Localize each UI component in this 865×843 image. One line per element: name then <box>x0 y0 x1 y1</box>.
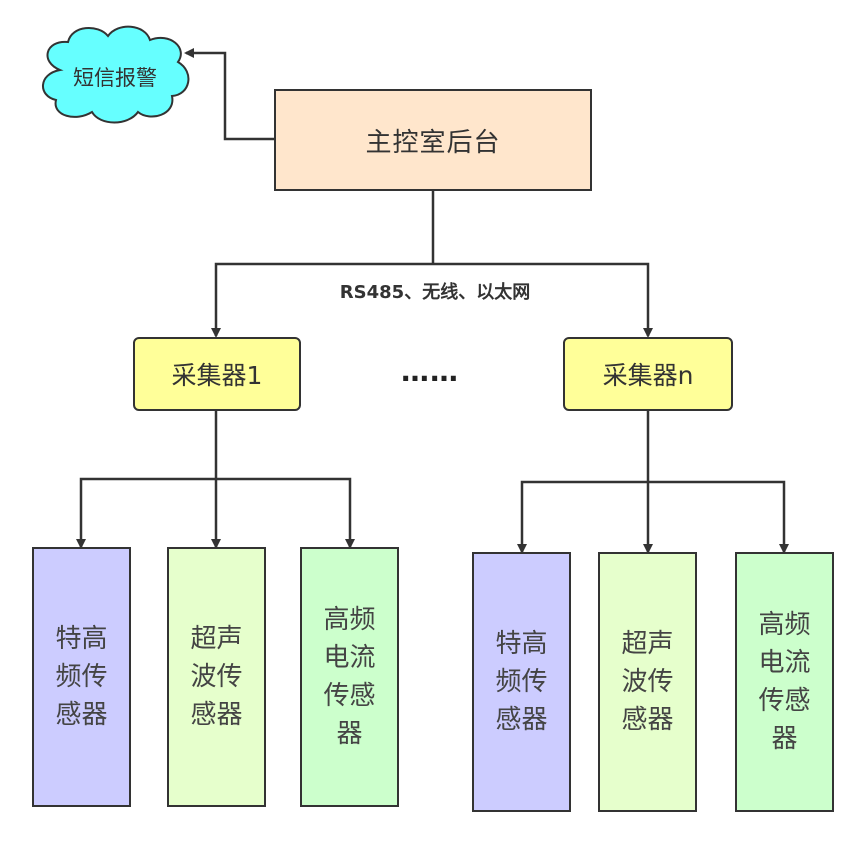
edge-main-to-collector-n <box>433 262 653 338</box>
sensor-hfct-n-label: 高频电流传感器 <box>758 610 811 754</box>
collector-n-node: 采集器n <box>563 337 733 411</box>
edge-main-to-alert <box>184 48 274 141</box>
sms-alert-cloud <box>42 25 190 124</box>
collector-n-label: 采集器n <box>602 361 694 390</box>
sensor-uhf-n-label: 特高频传感器 <box>495 629 548 735</box>
link-type-label: RS485、无线、以太网 <box>339 282 531 303</box>
sensor-ultrasonic-1: 超声波传感器 <box>167 547 266 807</box>
edge-c1-to-hfct <box>216 477 355 549</box>
edge-cn-to-hfct <box>648 480 789 554</box>
sms-alert-label: 短信报警 <box>73 66 157 90</box>
edge-main-to-collector-1 <box>211 262 433 338</box>
ellipsis: …… <box>401 355 459 388</box>
sensor-uhf-n: 特高频传感器 <box>472 552 571 812</box>
sensor-hfct-1-label: 高频电流传感器 <box>323 605 376 749</box>
collector-1-label: 采集器1 <box>171 361 263 390</box>
sensor-hfct-1: 高频电流传感器 <box>300 547 399 807</box>
main-control-room-label: 主控室后台 <box>365 127 501 158</box>
sensor-ultrasonic-1-label: 超声波传感器 <box>190 624 243 730</box>
edge-cn-to-uhf <box>517 480 648 554</box>
sensor-ultrasonic-n: 超声波传感器 <box>598 552 697 812</box>
collector-1-node: 采集器1 <box>133 337 301 411</box>
sensor-hfct-n: 高频电流传感器 <box>735 552 834 812</box>
sensor-uhf-1-label: 特高频传感器 <box>55 624 108 730</box>
sensor-ultrasonic-n-label: 超声波传感器 <box>621 629 674 735</box>
main-control-room-node: 主控室后台 <box>274 89 592 191</box>
sensor-uhf-1: 特高频传感器 <box>32 547 131 807</box>
edge-c1-to-uhf <box>76 477 216 549</box>
